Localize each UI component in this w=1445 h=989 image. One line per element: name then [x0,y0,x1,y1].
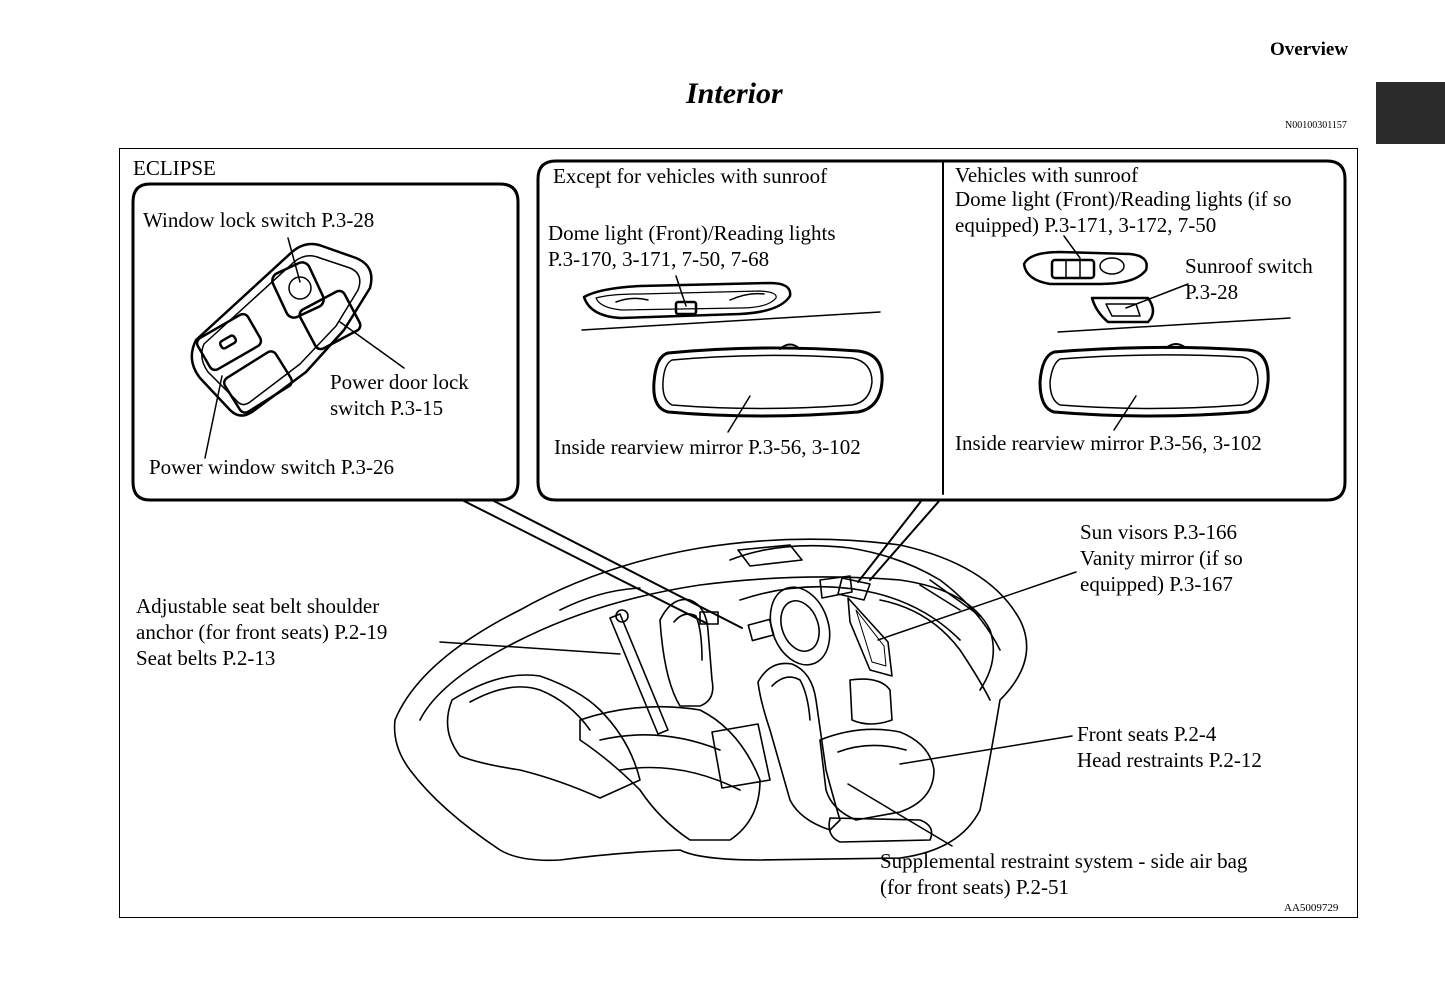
dome-light-sunroof-label-line1: Dome light (Front)/Reading lights (if so [955,187,1292,211]
right-callout-box [536,159,1347,502]
power-door-lock-label-line1: Power door lock [330,370,469,394]
window-lock-switch-label: Window lock switch P.3-28 [143,208,375,232]
mirror-sunroof-drawing [1038,345,1270,418]
sunroof-heading: Vehicles with sunroof [955,163,1139,187]
car-interior-drawing [393,538,1028,862]
sun-visor-label-line1: Sun visors P.3-166 [1080,520,1237,544]
model-label: ECLIPSE [133,156,216,180]
sun-visor-label-line2: Vanity mirror (if so [1080,546,1243,570]
document-code: N00100301157 [1285,120,1347,131]
power-door-lock-label-line2: switch P.3-15 [330,396,444,420]
power-window-switch-label: Power window switch P.3-26 [149,455,394,479]
dome-light-sunroof-label-line2: equipped) P.3-171, 3-172, 7-50 [955,213,1217,237]
no-sunroof-heading: Except for vehicles with sunroof [553,164,828,188]
srs-label-line2: (for front seats) P.2-51 [880,875,1069,899]
seat-belt-label-line3: Seat belts P.2-13 [136,646,276,670]
front-seats-label-line2: Head restraints P.2-12 [1077,748,1262,772]
sunroof-switch-label-line1: Sunroof switch [1185,254,1313,278]
sunroof-switch-label-line2: P.3-28 [1185,280,1239,304]
seat-belt-label-line2: anchor (for front seats) P.2-19 [136,620,388,644]
sun-visor-label-line3: equipped) P.3-167 [1080,572,1233,596]
figure-frame [119,148,1358,918]
dome-light-label-line1: Dome light (Front)/Reading lights [548,221,836,245]
chapter-tab [1376,82,1445,144]
left-callout-box [131,182,520,502]
dome-light-label-line2: P.3-170, 3-171, 7-50, 7-68 [548,247,770,271]
mirror-sunroof-label: Inside rearview mirror P.3-56, 3-102 [955,431,1262,455]
dome-light-sunroof-drawing [1022,250,1155,324]
figure-code: AA5009729 [1284,902,1339,914]
section-heading: Overview [1270,39,1349,60]
dome-light-drawing [582,281,792,320]
mirror-label: Inside rearview mirror P.3-56, 3-102 [554,435,861,459]
mirror-drawing [652,346,884,418]
srs-label-line1: Supplemental restraint system - side air… [880,849,1248,873]
seat-belt-label-line1: Adjustable seat belt shoulder [136,594,380,618]
front-seats-label-line1: Front seats P.2-4 [1077,722,1217,746]
page-title: Interior [686,77,783,110]
window-switch-panel-drawing [190,242,373,417]
